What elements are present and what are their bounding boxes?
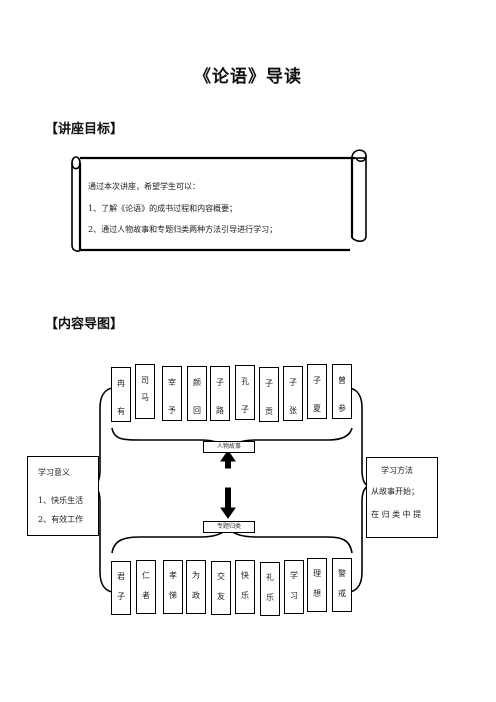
person-box: 子张	[283, 366, 303, 421]
topic-box: 礼乐	[260, 562, 280, 616]
person-box: 子夏	[307, 364, 327, 419]
topic-box: 孝悌	[163, 560, 183, 614]
person-box: 冉有	[111, 367, 131, 422]
person-box: 曾参	[332, 364, 352, 419]
label-topic-categories: 专题归类	[203, 521, 255, 533]
method-line-2: 在 归 类 中 提	[371, 510, 422, 519]
page-title: 《论语》导读	[194, 67, 302, 87]
topic-box: 仁者	[136, 560, 156, 614]
topic-box: 君子	[111, 561, 131, 615]
objective-item-2: 2、通过人物故事和专题归类两种方法引导进行学习；	[88, 225, 278, 234]
significance-title: 学习意义	[38, 468, 70, 477]
objective-item-1: 1、了解《论语》的成书过程和内容概要；	[88, 204, 238, 213]
significance-item-1: 1、快乐生活	[38, 496, 84, 505]
person-box: 司马	[135, 364, 155, 419]
topic-box: 快乐	[235, 560, 255, 614]
topic-box: 理想	[307, 558, 327, 612]
learning-significance-box: 学习意义 1、快乐生活 2、有效工作	[27, 456, 99, 536]
topic-box: 学习	[284, 560, 304, 614]
person-box: 子路	[210, 366, 230, 421]
person-box: 孔子	[235, 365, 255, 420]
method-title: 学习方法	[381, 466, 413, 475]
objectives-heading: 【讲座目标】	[45, 122, 124, 137]
topic-box: 交友	[211, 561, 231, 615]
label-people-stories: 人物故事	[203, 441, 255, 453]
mindmap-heading: 【内容导图】	[45, 317, 124, 332]
person-box: 子贡	[259, 367, 279, 422]
significance-item-2: 2、有效工作	[38, 515, 84, 524]
person-box: 宰予	[162, 366, 182, 421]
objective-intro: 通过本次讲座，希望学生可以：	[88, 182, 200, 191]
method-line-1: 从故事开始；	[371, 487, 419, 496]
topic-box: 为政	[186, 560, 206, 614]
learning-method-box: 学习方法 从故事开始； 在 归 类 中 提	[366, 457, 438, 538]
topic-box: 警戒	[332, 558, 352, 612]
person-box: 颜回	[187, 366, 207, 421]
